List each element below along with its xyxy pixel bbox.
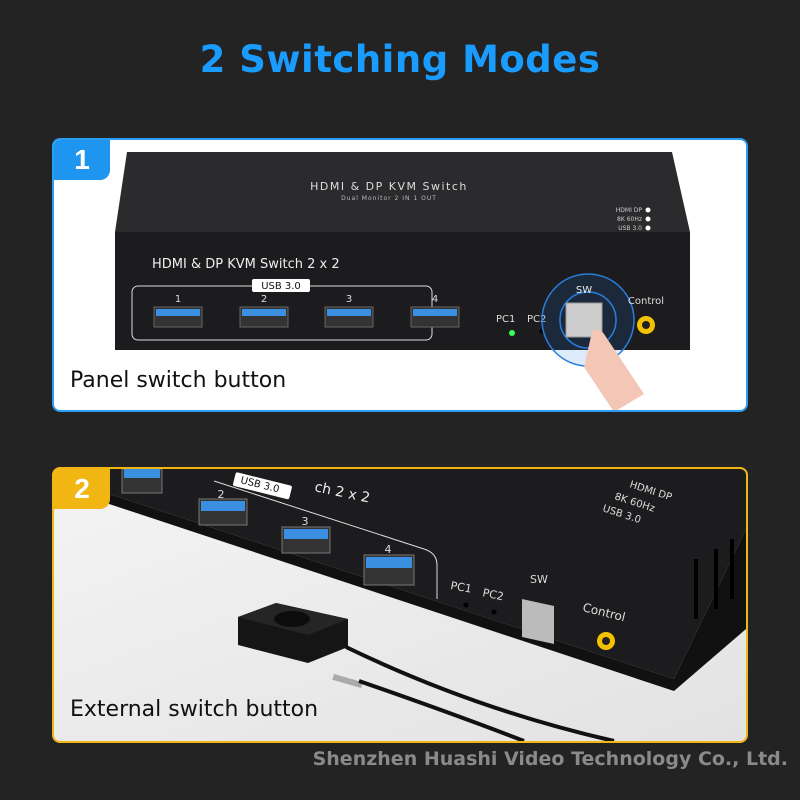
pc1-label: PC1 — [449, 579, 472, 596]
pc2-label: PC2 — [527, 314, 546, 325]
sw-label: SW — [576, 285, 592, 296]
panel-switch-card: 1 HDMI & DP KVM Switch Dual Monitor 2 IN… — [52, 138, 748, 412]
pc1-led — [509, 330, 515, 336]
feature-3: USB 3.0 — [618, 225, 642, 232]
step-badge: 1 — [54, 140, 110, 180]
control-label: Control — [628, 296, 664, 307]
kvm-device-angled-view: ch 2 x 2 HDMI DP 8K 60Hz USB 3.0 USB 3.0… — [94, 469, 746, 741]
sw-label: SW — [530, 573, 548, 586]
svg-text:3: 3 — [302, 515, 309, 528]
svg-text:2: 2 — [261, 294, 267, 305]
company-watermark: Shenzhen Huashi Video Technology Co., Lt… — [312, 748, 788, 770]
svg-text:4: 4 — [385, 543, 392, 556]
kvm-device-front-view: HDMI & DP KVM Switch Dual Monitor 2 IN 1… — [115, 152, 690, 410]
audio-jack-cable — [358, 679, 525, 741]
top-label: HDMI & DP KVM Switch — [310, 180, 468, 193]
switch-cable — [345, 645, 615, 741]
svg-text:4: 4 — [432, 294, 438, 305]
pc1-label: PC1 — [496, 314, 515, 325]
feature-2: 8K 60Hz — [617, 216, 642, 223]
usb-port-2: 2 — [198, 488, 248, 526]
svg-text:3: 3 — [346, 294, 352, 305]
external-switch-puck[interactable] — [238, 603, 348, 663]
usb-port-3: 3 — [281, 515, 331, 554]
step-badge: 2 — [54, 469, 110, 509]
usb-port-1: 1 — [153, 294, 203, 328]
finger-pressing — [584, 329, 644, 410]
usb-port-4: 4 — [363, 543, 415, 586]
top-sublabel: Dual Monitor 2 IN 1 OUT — [341, 195, 437, 202]
svg-text:1: 1 — [175, 294, 181, 305]
usb-port-4: 4 — [410, 294, 460, 328]
usb-label: USB 3.0 — [261, 281, 301, 292]
caption: External switch button — [70, 697, 319, 722]
feature-1: HDMI DP — [616, 207, 643, 214]
caption: Panel switch button — [70, 368, 287, 393]
control-jack — [602, 637, 610, 645]
control-jack — [642, 321, 650, 329]
page-title: 2 Switching Modes — [199, 38, 601, 81]
front-label: HDMI & DP KVM Switch 2 x 2 — [152, 257, 340, 272]
svg-text:2: 2 — [218, 488, 225, 501]
external-switch-card: 2 ch 2 x 2 HDMI DP 8K 60Hz USB 3.0 USB 3… — [52, 467, 748, 743]
pc2-label: PC2 — [481, 586, 505, 603]
sw-button[interactable] — [522, 599, 554, 644]
usb-port-3: 3 — [324, 294, 374, 328]
usb-port-2: 2 — [239, 294, 289, 328]
